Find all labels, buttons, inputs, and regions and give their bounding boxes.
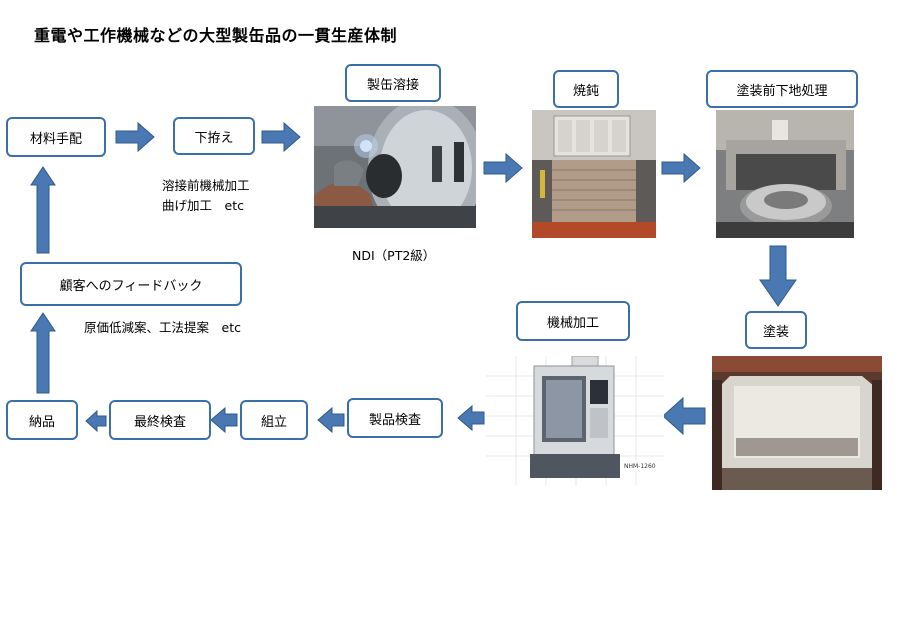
welding-photo — [314, 106, 476, 228]
pretreatment-photo — [716, 110, 854, 238]
arrow-final-to-delivery — [85, 409, 107, 433]
machining-center-photo: NHM-1260 — [486, 356, 664, 486]
step-machining: 機械加工 — [516, 301, 630, 341]
step-annealing: 焼鈍 — [553, 70, 619, 108]
prep-note-line1: 溶接前機械加工 — [162, 178, 250, 193]
arrow-painting-to-machining — [662, 396, 706, 436]
arrow-inspection-to-assembly — [317, 406, 345, 434]
step-welding: 製缶溶接 — [345, 64, 441, 102]
arrow-assembly-to-final — [210, 406, 238, 434]
step-painting: 塗装 — [745, 311, 807, 349]
machine-badge: NHM-1260 — [624, 463, 656, 470]
arrow-welding-to-annealing — [483, 153, 523, 183]
step-inspection: 製品検査 — [347, 398, 443, 438]
arrow-feedback-to-material — [30, 166, 56, 254]
arrow-pretreat-to-painting — [759, 245, 797, 307]
prep-note-line2: 曲げ加工 etc — [162, 198, 244, 213]
step-pretreat: 塗装前下地処理 — [706, 70, 858, 108]
arrow-delivery-to-feedback — [30, 312, 56, 394]
arrow-machining-to-inspection — [457, 404, 485, 432]
arrow-annealing-to-pretreat — [661, 153, 701, 183]
paint-booth-photo — [712, 356, 882, 490]
step-prep: 下拵え — [173, 117, 255, 155]
step-material: 材料手配 — [6, 117, 106, 157]
step-delivery: 納品 — [6, 400, 78, 440]
step-feedback: 顧客へのフィードバック — [20, 262, 242, 306]
step-final-inspection: 最終検査 — [109, 400, 211, 440]
page-title: 重電や工作機械などの大型製缶品の一貫生産体制 — [34, 26, 398, 45]
ndi-note: NDI（PT2級） — [352, 248, 436, 263]
step-assembly: 組立 — [240, 400, 308, 440]
feedback-note: 原価低減案、工法提案 etc — [84, 320, 241, 335]
arrow-prep-to-welding — [261, 122, 301, 152]
annealing-furnace-photo — [532, 110, 656, 238]
arrow-material-to-prep — [115, 122, 155, 152]
